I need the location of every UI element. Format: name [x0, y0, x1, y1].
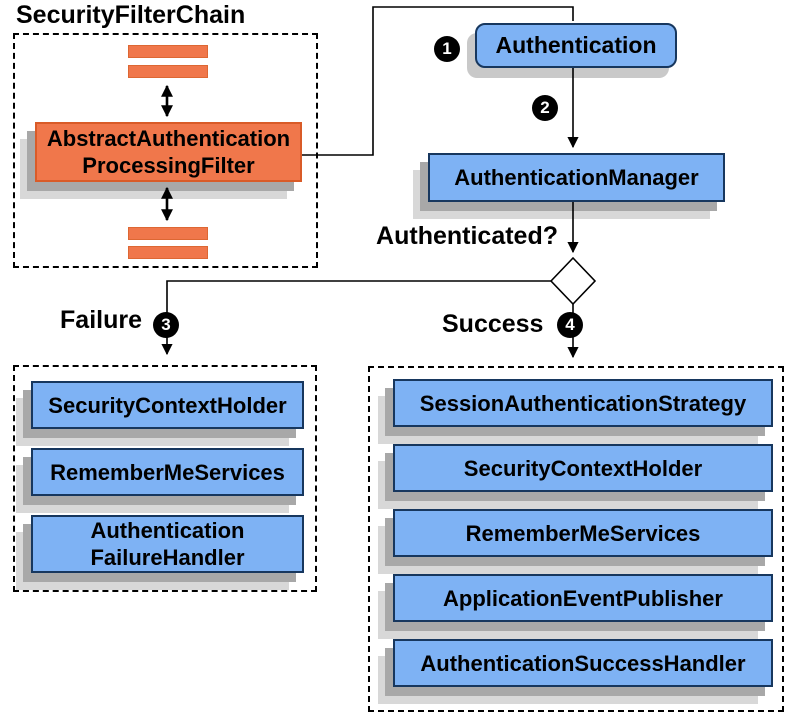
- authentication-box: Authentication: [475, 23, 677, 68]
- step-badge-4: 4: [557, 312, 583, 338]
- authenticated-question-label: Authenticated?: [376, 222, 558, 250]
- filter-placeholder-bar: [128, 45, 208, 58]
- decision-diamond: [549, 256, 597, 306]
- diagram-title: SecurityFilterChain: [16, 1, 246, 29]
- component-box: SecurityContextHolder: [31, 381, 304, 429]
- failure-branch-label: Failure: [60, 306, 142, 334]
- abstract-authentication-processing-filter-box: AbstractAuthentication ProcessingFilter: [35, 122, 302, 182]
- filter-placeholder-bar: [128, 246, 208, 259]
- step-badge-3: 3: [153, 312, 179, 338]
- component-box: RememberMeServices: [31, 448, 304, 496]
- success-branch-label: Success: [442, 310, 544, 338]
- component-box: SessionAuthenticationStrategy: [393, 379, 773, 427]
- authentication-manager-box: AuthenticationManager: [428, 153, 725, 202]
- component-box: AuthenticationSuccessHandler: [393, 639, 773, 687]
- component-box: Authentication FailureHandler: [31, 515, 304, 573]
- filter-placeholder-bar: [128, 65, 208, 78]
- component-box: RememberMeServices: [393, 509, 773, 557]
- component-box: SecurityContextHolder: [393, 444, 773, 492]
- filter-placeholder-bar: [128, 227, 208, 240]
- step-badge-1: 1: [434, 36, 460, 62]
- component-box: ApplicationEventPublisher: [393, 574, 773, 622]
- step-badge-2: 2: [532, 95, 558, 121]
